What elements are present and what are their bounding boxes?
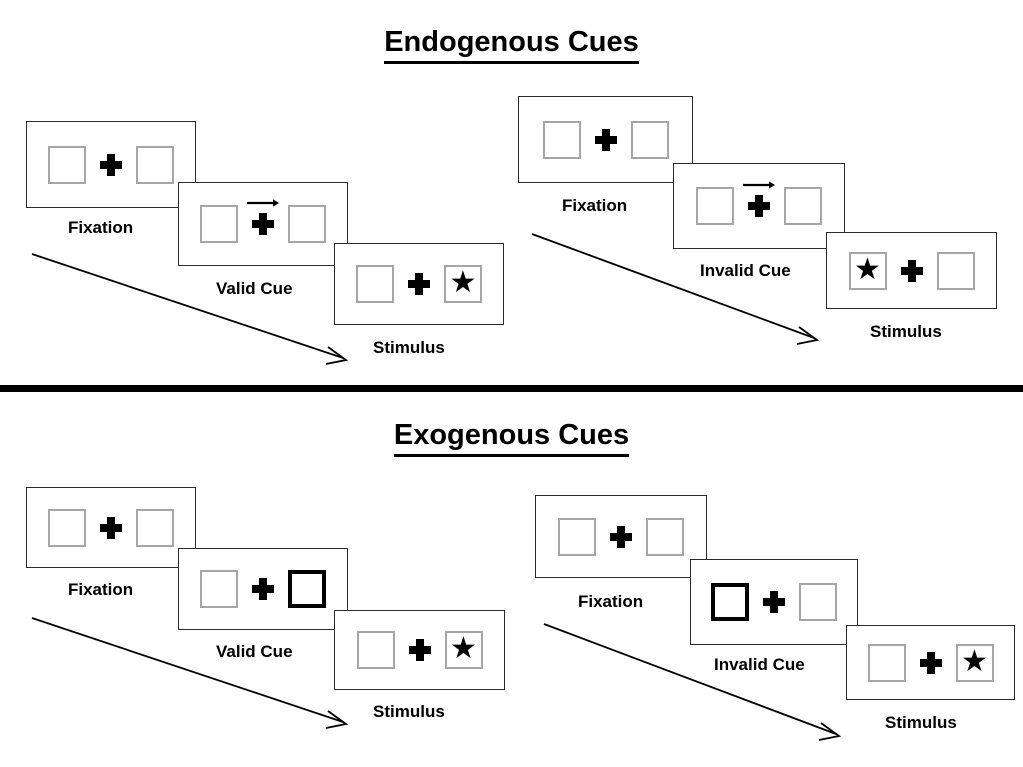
plus-cross-icon [408, 273, 430, 295]
endo-valid-label-stimulus: Stimulus [373, 338, 445, 357]
frame-content: ★ [356, 631, 483, 669]
placeholder-box-right [936, 251, 975, 290]
exo-invalid-label-cue: Invalid Cue [714, 655, 805, 674]
star-icon: ★ [450, 632, 477, 665]
plus-cross-icon [100, 153, 122, 176]
endo-valid-cue-frame[interactable] [178, 182, 348, 266]
exo-valid-label-cue: Valid Cue [216, 642, 293, 661]
exo-valid-label-stimulus: Stimulus [373, 702, 445, 721]
frame-content: ★ [848, 251, 975, 290]
arrow-right-icon [247, 199, 279, 207]
placeholder-box-right-cued [288, 570, 326, 608]
star-icon: ★ [854, 252, 881, 286]
placeholder-box-right-target: ★ [444, 265, 482, 303]
arrow-right-icon [743, 181, 775, 189]
time-sequence-arrow-icon [31, 617, 349, 729]
frame-content [542, 120, 669, 159]
endo-invalid-cue-frame[interactable] [673, 163, 845, 249]
exo-valid-cue-frame[interactable] [178, 548, 348, 630]
frame-content: ★ [356, 265, 482, 303]
placeholder-box-left [542, 120, 581, 159]
section-divider [0, 385, 1023, 392]
endo-invalid-label-cue: Invalid Cue [700, 261, 791, 280]
frame-content [48, 508, 174, 547]
placeholder-box-right [784, 187, 822, 225]
frame-content [48, 145, 174, 184]
exo-valid-stimulus-frame[interactable]: ★ [334, 610, 505, 690]
frame-content [558, 517, 684, 556]
placeholder-box-left [558, 517, 596, 556]
exo-invalid-cue-frame[interactable] [690, 559, 858, 645]
placeholder-box-right [136, 508, 174, 547]
frame-content [696, 181, 822, 225]
placeholder-box-right [630, 120, 669, 159]
endo-valid-fixation-frame[interactable] [26, 121, 196, 208]
endo-invalid-label-stimulus: Stimulus [870, 322, 942, 341]
placeholder-box-right [288, 205, 326, 243]
plus-cross-icon [919, 651, 942, 674]
exo-valid-label-fixation: Fixation [68, 580, 134, 599]
placeholder-box-left-target: ★ [848, 251, 887, 290]
plus-cross-icon [610, 525, 632, 548]
placeholder-box-left [200, 205, 238, 243]
plus-cross-icon [900, 259, 923, 282]
placeholder-box-left [200, 570, 238, 608]
section-title-endogenous: Endogenous Cues [0, 26, 1023, 64]
placeholder-box-left [356, 265, 394, 303]
endo-invalid-label-fixation: Fixation [562, 196, 628, 215]
placeholder-box-right-target: ★ [955, 643, 994, 682]
plus-cross-icon [247, 199, 279, 235]
plus-cross-icon [743, 181, 775, 217]
frame-content [200, 199, 326, 243]
placeholder-box-left [48, 508, 86, 547]
plus-cross-icon [763, 591, 785, 613]
placeholder-box-right-target: ★ [444, 631, 483, 669]
section-title-exogenous-text: Exogenous Cues [393, 419, 630, 457]
endo-invalid-stimulus-frame[interactable]: ★ [826, 232, 997, 309]
exo-invalid-stimulus-frame[interactable]: ★ [846, 625, 1015, 700]
section-title-endogenous-text: Endogenous Cues [384, 26, 639, 64]
star-icon: ★ [961, 644, 988, 678]
placeholder-box-left [696, 187, 734, 225]
placeholder-box-right [136, 145, 174, 184]
frame-content [200, 570, 326, 608]
exo-invalid-label-fixation: Fixation [578, 592, 644, 611]
placeholder-box-left [48, 145, 86, 184]
section-title-exogenous: Exogenous Cues [0, 419, 1023, 457]
star-icon: ★ [449, 266, 477, 299]
placeholder-box-left-cued [711, 583, 749, 621]
endo-valid-label-cue: Valid Cue [216, 279, 293, 298]
placeholder-box-right [646, 517, 684, 556]
endo-valid-label-fixation: Fixation [68, 218, 134, 237]
placeholder-box-left [356, 631, 395, 669]
endo-invalid-fixation-frame[interactable] [518, 96, 693, 183]
exo-invalid-label-stimulus: Stimulus [885, 713, 957, 732]
endo-valid-stimulus-frame[interactable]: ★ [334, 243, 504, 325]
exo-valid-fixation-frame[interactable] [26, 487, 196, 568]
plus-cross-icon [408, 639, 431, 661]
plus-cross-icon [252, 578, 274, 600]
plus-cross-icon [100, 516, 122, 539]
placeholder-box-right [799, 583, 837, 621]
frame-content: ★ [867, 643, 994, 682]
time-sequence-arrow-icon [31, 253, 349, 365]
frame-content [711, 583, 837, 621]
placeholder-box-left [867, 643, 906, 682]
plus-cross-icon [594, 128, 617, 151]
exo-invalid-fixation-frame[interactable] [535, 495, 707, 578]
